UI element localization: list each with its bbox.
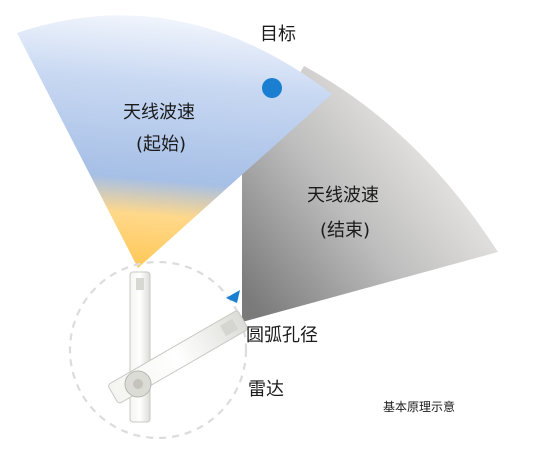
radar-assembly [108,271,248,423]
arc-aperture-circle [68,260,248,440]
radar-arm-vertical [129,271,151,423]
radar-pivot [124,370,152,398]
end-beam-sector [242,66,498,322]
arc-direction-arrow [226,290,240,303]
start-beam-label-line1: 天线波速 [123,102,195,123]
start-beam-label-line2: (起始) [135,134,187,155]
end-beam-label-line1: 天线波速 [307,185,379,206]
radar-label: 雷达 [248,379,284,400]
diagram-caption: 基本原理示意 [383,400,456,414]
start-beam-sector [17,15,332,269]
arc-aperture-label: 圆弧孔径 [246,325,318,346]
target-dot [262,78,282,98]
target-label: 目标 [260,24,296,45]
end-beam-label-line2: (结束) [319,220,371,241]
